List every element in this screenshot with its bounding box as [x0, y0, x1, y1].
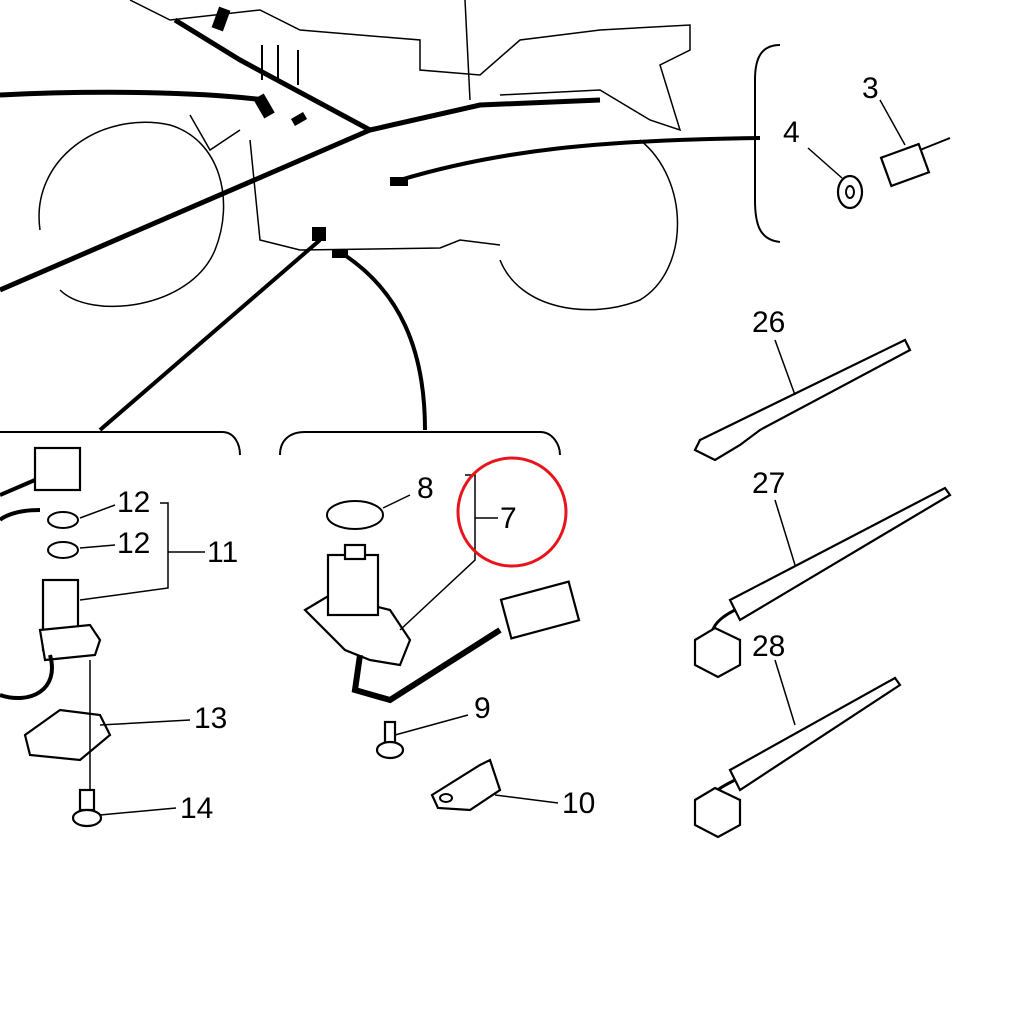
- bracket-center-group: [279, 431, 561, 456]
- part-9-screw: 9: [375, 692, 491, 760]
- label-10: 10: [562, 787, 595, 820]
- wire-harness: [0, 6, 761, 432]
- part-27-cable-tie: 27: [693, 467, 952, 679]
- part-11-sensor: 11: [0, 502, 238, 701]
- part-3-bolt: 3: [862, 72, 951, 188]
- label-7: 7: [500, 502, 517, 535]
- label-11: 11: [207, 536, 238, 569]
- label-4: 4: [783, 116, 800, 149]
- part-7-speed-sensor: 7: [303, 474, 581, 704]
- label-12-lower: 12: [117, 527, 150, 560]
- part-28-cable-tie: 28: [693, 630, 902, 839]
- part-8-o-ring: 8: [326, 472, 434, 530]
- label-26: 26: [752, 306, 785, 339]
- motorcycle-outline: [38, 0, 691, 311]
- highlight-circle-part-7: [456, 456, 568, 568]
- label-12-upper: 12: [117, 486, 150, 519]
- label-8: 8: [417, 472, 434, 505]
- label-14: 14: [180, 792, 213, 825]
- part-12-o-rings: 12 12: [47, 486, 150, 560]
- part-26-clamp-band: 26: [693, 306, 912, 462]
- label-9: 9: [474, 692, 491, 725]
- bracket-left-group: [0, 431, 241, 456]
- bracket-right: [754, 44, 781, 243]
- part-coupler-left: [0, 446, 82, 522]
- part-10-clamp: 10: [430, 758, 595, 820]
- label-13: 13: [194, 702, 227, 735]
- label-27: 27: [752, 467, 785, 500]
- part-14-bolt: 14: [71, 788, 213, 828]
- part-4-washer: 4: [783, 116, 864, 210]
- part-13-bracket: 13: [23, 660, 227, 790]
- label-28: 28: [752, 630, 785, 663]
- label-3: 3: [862, 72, 879, 105]
